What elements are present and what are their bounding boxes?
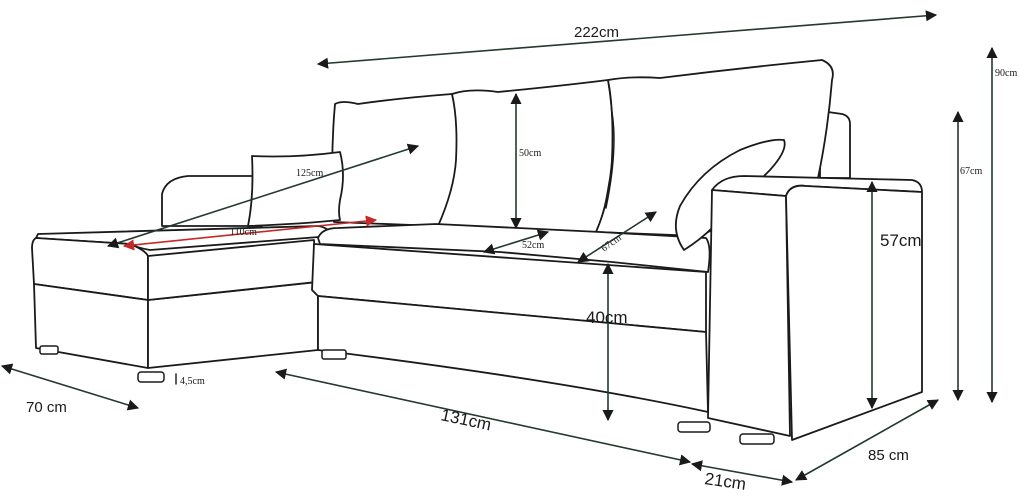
arrow-chaise-width <box>0 363 140 411</box>
right-armrest-face <box>785 184 923 441</box>
leg-1 <box>39 345 59 355</box>
arrow-total-width <box>316 10 938 69</box>
arrow-seat-depth <box>482 229 550 255</box>
leg-5 <box>739 433 775 445</box>
back-cushion-left <box>331 93 460 227</box>
dimension-arrows <box>0 10 998 486</box>
label-chaise-diagonal: 125cm <box>296 168 323 179</box>
label-sofa-depth: 85 cm <box>868 447 909 464</box>
arrow-seat-diagonal <box>577 211 657 263</box>
leg-3 <box>321 349 347 360</box>
arrow-chaise-length <box>122 215 378 251</box>
label-chaise-width: 70 cm <box>26 399 67 416</box>
label-seat-height: 40cm <box>586 308 628 327</box>
right-armrest-inner <box>707 189 791 437</box>
arrow-sofa-depth <box>795 399 939 481</box>
label-back-height: 50cm <box>519 148 541 159</box>
label-chaise-length: 110cm <box>230 227 257 238</box>
leg-4 <box>677 421 711 433</box>
label-seat-depth: 52cm <box>522 240 544 251</box>
label-total-width: 222cm <box>574 24 619 41</box>
leg-2 <box>137 371 165 383</box>
label-front-length: 131cm <box>439 405 493 434</box>
arrow-front-length <box>274 368 692 466</box>
label-front-height: 57cm <box>880 231 922 250</box>
label-total-height: 90cm <box>995 68 1017 79</box>
sofa-drawing <box>31 59 923 445</box>
arrow-armrest-width <box>690 460 794 486</box>
label-armrest-height: 67cm <box>960 166 982 177</box>
label-leg-height: 4,5cm <box>180 376 205 387</box>
throw-pillow-left <box>247 151 344 227</box>
